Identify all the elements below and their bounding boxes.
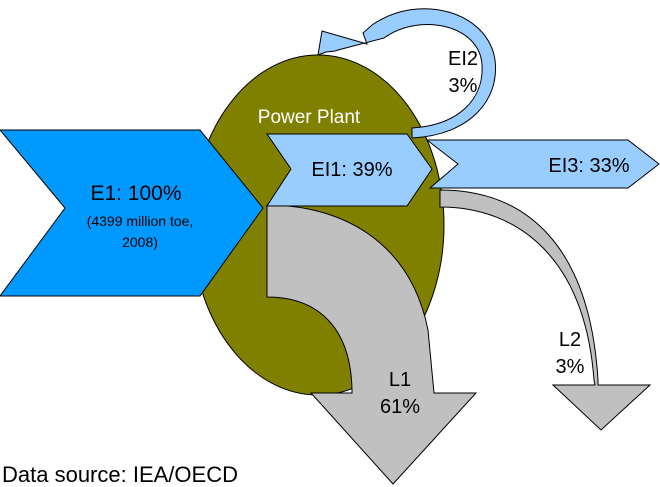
data-source-note: Data source: IEA/OECD [2, 462, 238, 487]
e1-sublabel-1: (4399 million toe, [87, 213, 194, 229]
power-plant-label: Power Plant [258, 107, 361, 128]
ei1-label: EI1: 39% [311, 159, 392, 181]
l1-name: L1 [389, 369, 411, 391]
e1-label: E1: 100% [90, 182, 181, 205]
l2-value: 3% [556, 356, 585, 378]
e1-input-arrow [0, 129, 264, 297]
e1-sublabel-2: 2008) [122, 234, 158, 250]
ei3-label: EI3: 33% [548, 155, 629, 177]
ei2-value: 3% [449, 75, 478, 97]
l2-loss-arrow [439, 189, 652, 431]
l1-loss-arrow [266, 204, 478, 485]
ei3-output-arrow [425, 139, 660, 189]
ei2-loop-arrow [317, 8, 497, 139]
l2-name: L2 [559, 329, 581, 351]
ei1-arrow [266, 133, 433, 207]
l1-value: 61% [380, 396, 420, 418]
ei2-name: EI2 [448, 48, 478, 70]
